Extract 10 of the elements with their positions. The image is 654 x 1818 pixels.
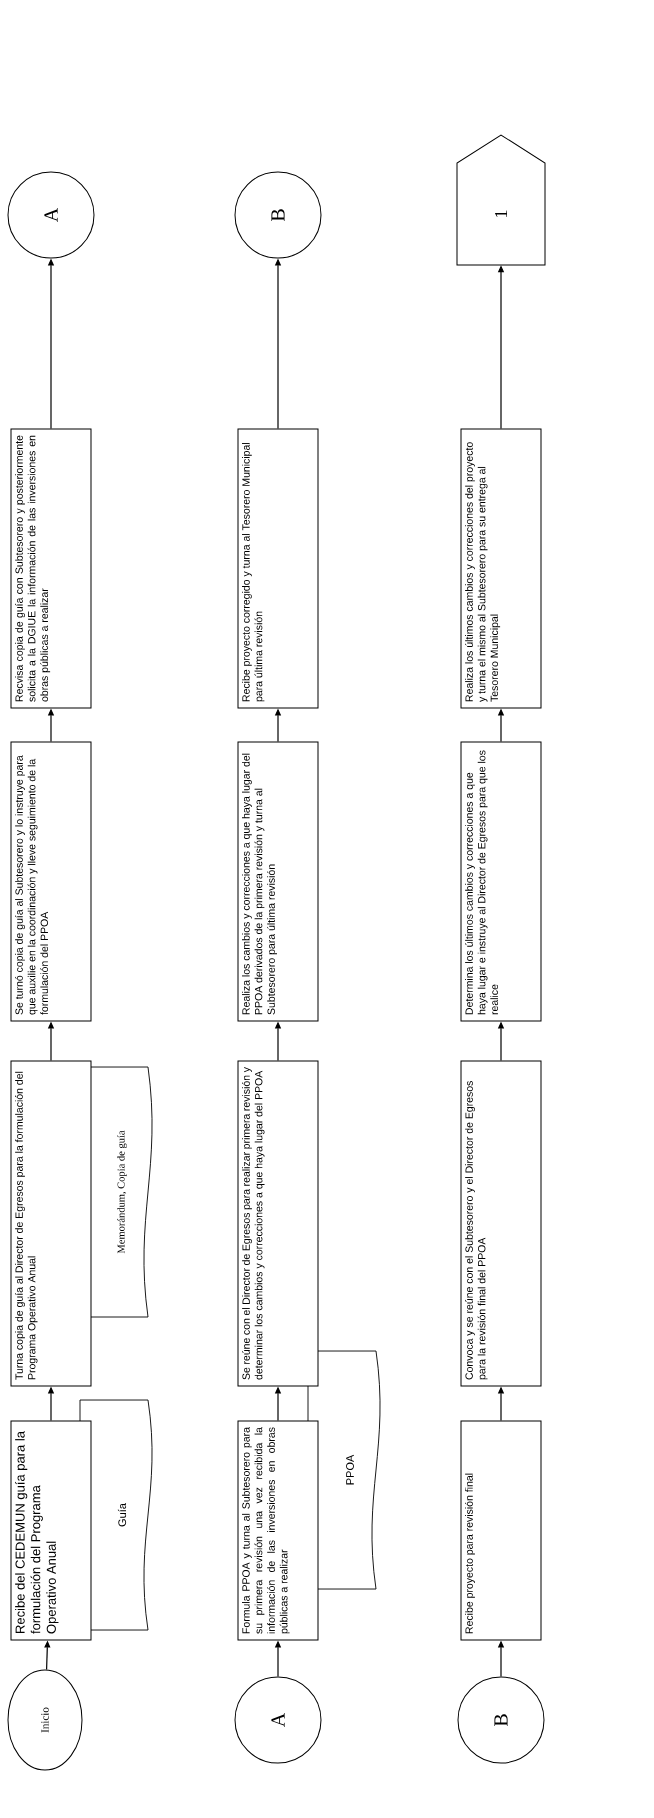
- process-box: Se reúne con el Director de Egresos para realizar primera revisión y determinar los cambios y correcciones a que haya lugar del PPOA: [237, 1060, 319, 1387]
- start-oval: Inicio: [7, 1669, 83, 1771]
- process-box: Se turnó copia de guía al Subtesorero y lo instruye para que auxilie en la coordinación y lleve seguimiento de la formulación del PPOA: [10, 741, 92, 1022]
- process-box: Turna copia de guía al Director de Egresos para la formulación del Programa Operativo Anual: [10, 1060, 92, 1387]
- process-box: Recibe proyecto para revisión final: [460, 1420, 542, 1641]
- process-box: Recibe proyecto corregido y turna al Tesorero Municipal para última revisión: [237, 428, 319, 709]
- process-box: Formula PPOA y turna al Subtesorero para su primera revisión una vez recibida la información de las inversiones en obras públicas a realizar: [237, 1420, 319, 1641]
- process-box: Realiza los cambios y correcciones a que haya lugar del PPOA derivados de la primera revisión y turna al Subtesorero para última revisión: [237, 741, 319, 1022]
- process-box: Recibe del CEDEMUN guía para la formulación del Programa Operativo Anual: [10, 1420, 92, 1641]
- process-box: Convoca y se reúne con el Subtesorero y el Director de Egresos para la revisión final del PPOA: [460, 1060, 542, 1387]
